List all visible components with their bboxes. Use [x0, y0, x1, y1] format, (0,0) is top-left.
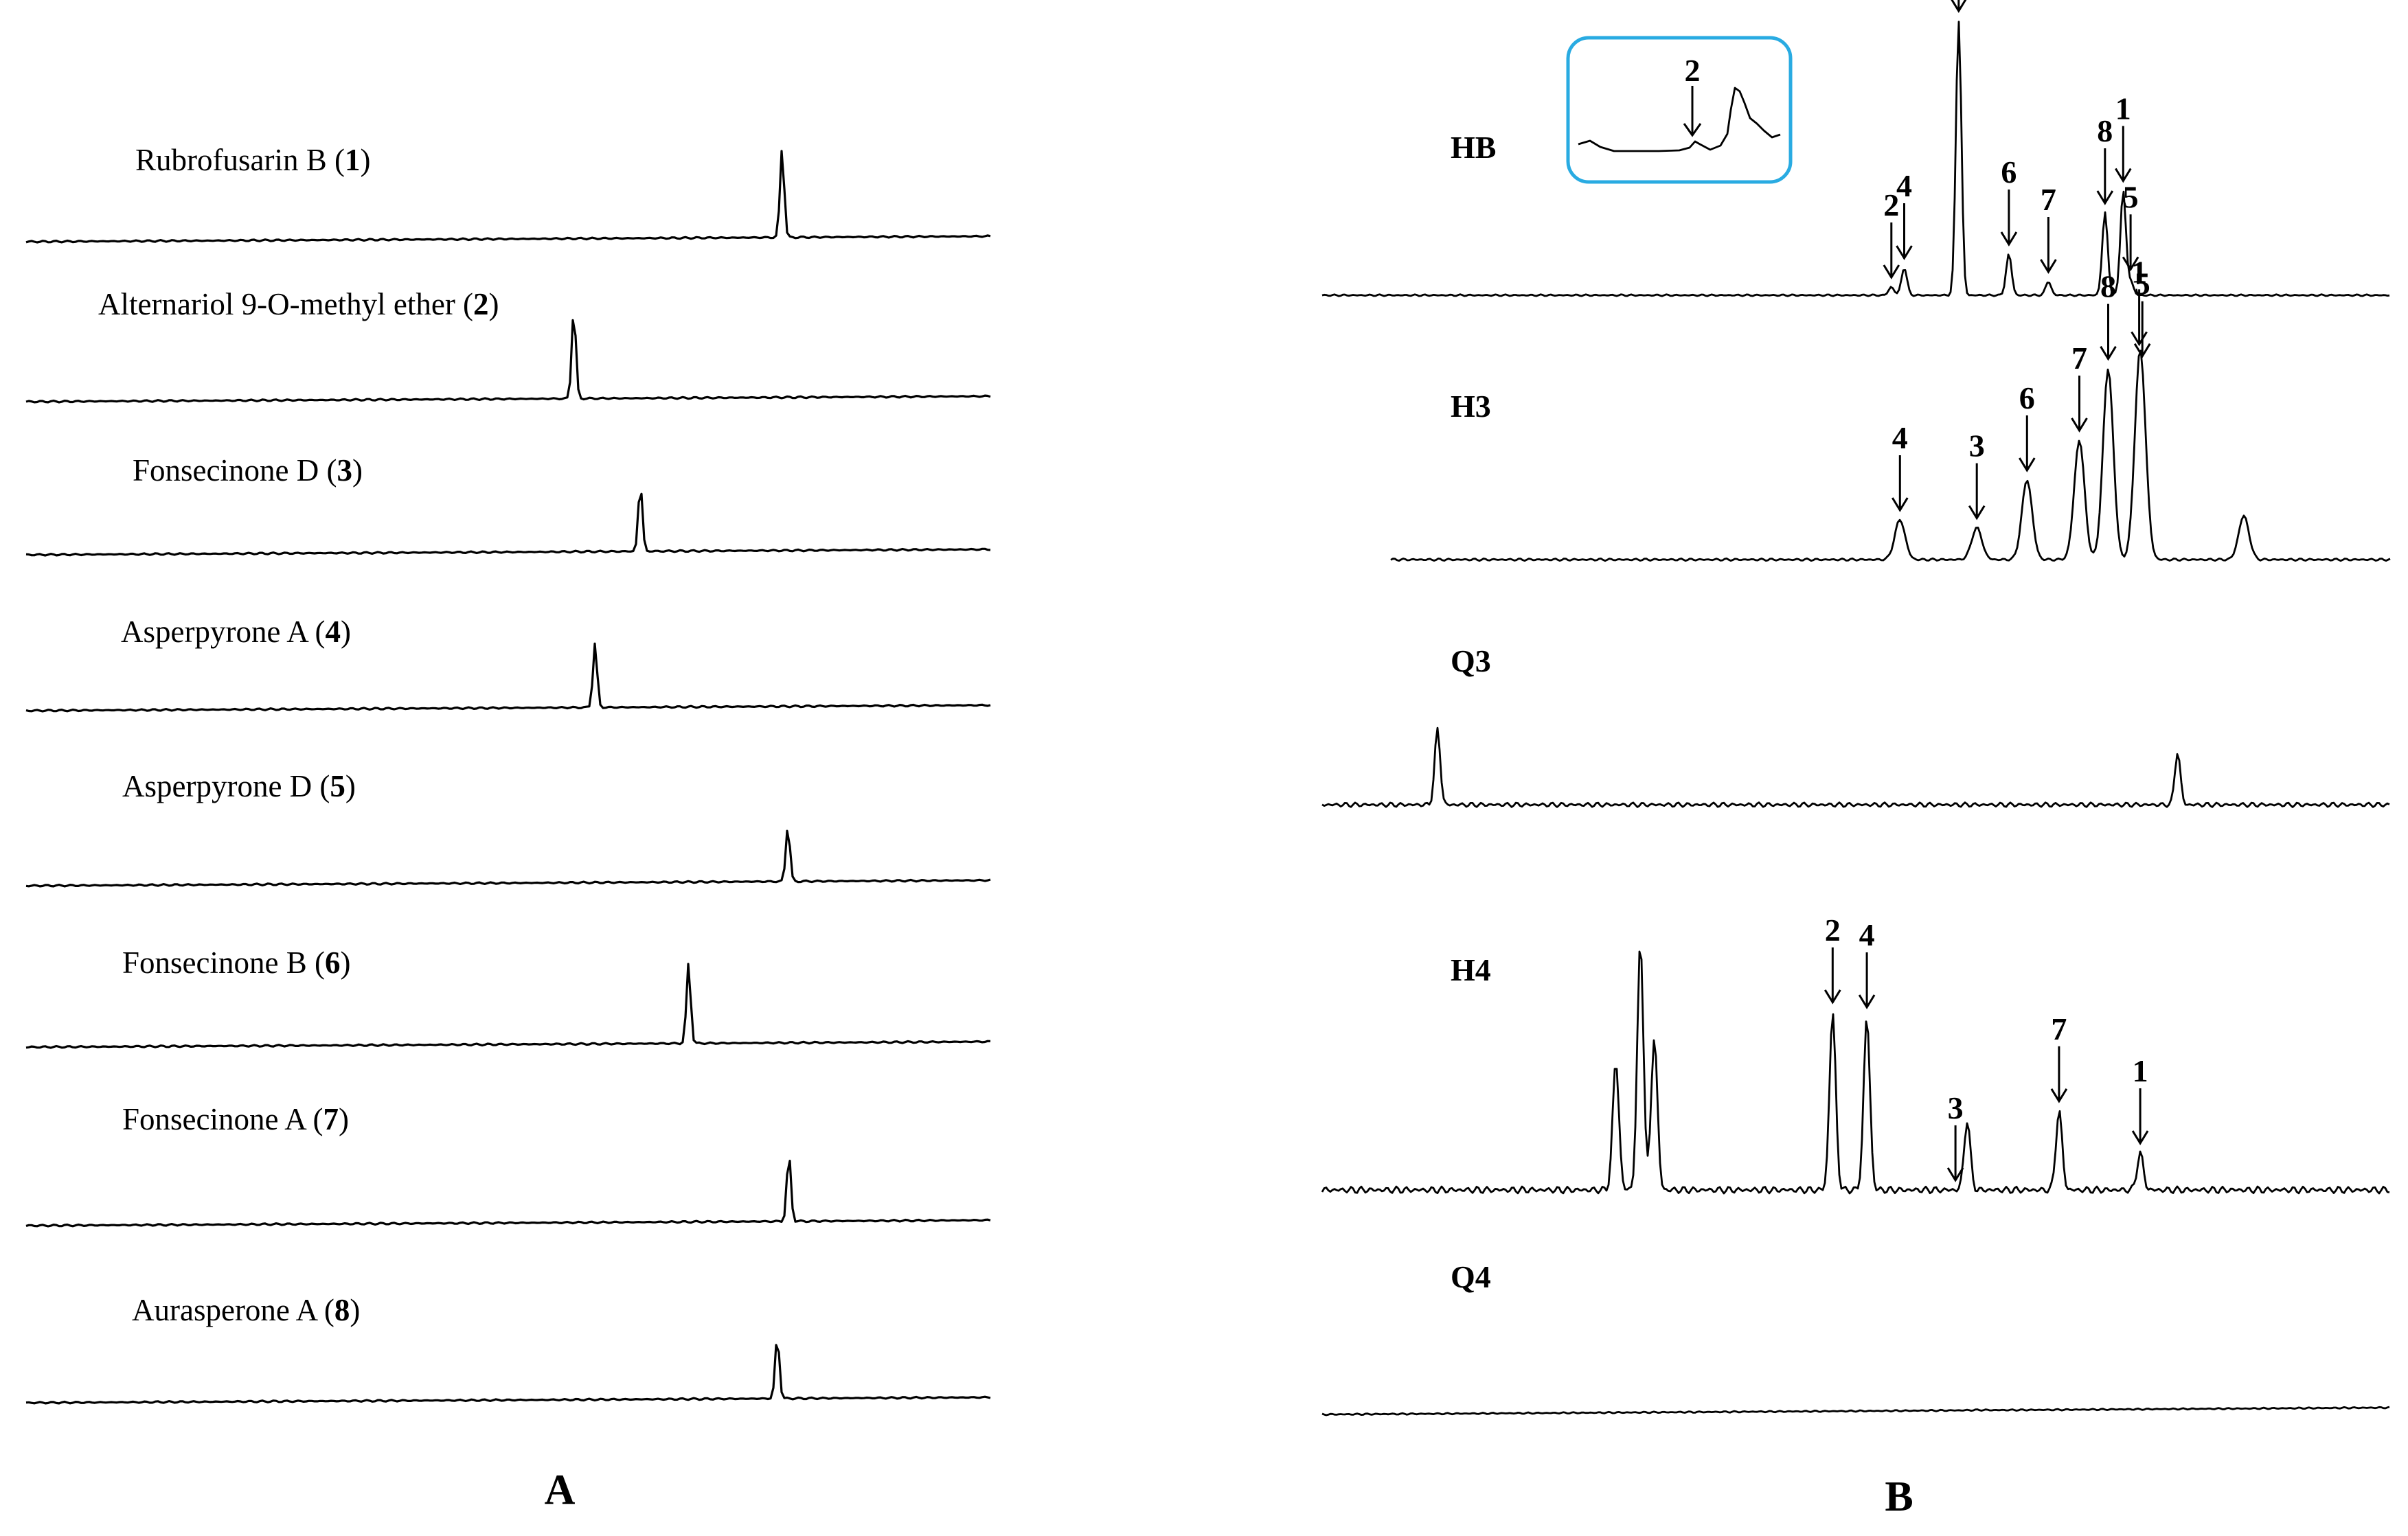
peak-arrow	[1824, 947, 1841, 1005]
compound-number-5: 5	[330, 769, 345, 803]
compound-name-8: Aurasperone A (	[132, 1293, 334, 1327]
inset-box	[1566, 36, 1793, 184]
trace-1	[25, 150, 991, 244]
sample-label-h3: H3	[1451, 389, 1491, 424]
peak-arrow	[2050, 1046, 2068, 1103]
peak-arrow	[2100, 303, 2117, 361]
peak-label: 1	[2115, 91, 2131, 126]
peak-arrow	[1896, 203, 1913, 260]
peak-arrow	[1858, 952, 1876, 1009]
peak-label: 8	[2100, 269, 2116, 304]
panel-b: 2 HB24367815H34367815Q3H424371Q4	[1321, 0, 2391, 1417]
peak-arrow	[2071, 376, 2088, 433]
peak-label: 7	[2041, 182, 2056, 217]
compound-number-1: 1	[345, 143, 361, 177]
trace-8	[25, 1344, 991, 1405]
peak-arrow	[2000, 190, 2018, 247]
peak-arrow	[2040, 217, 2057, 274]
inset-trace	[1578, 87, 1781, 152]
peak-arrow	[1892, 455, 1909, 512]
peak-label: 5	[2135, 266, 2150, 301]
trace-label-5: Asperpyrone D (5)	[122, 769, 356, 803]
compound-number-6: 6	[325, 945, 341, 980]
trace-4	[25, 642, 991, 713]
compound-paren-4: )	[341, 615, 351, 649]
compound-number-8: 8	[334, 1293, 350, 1327]
inset-peak-label: 2	[1685, 53, 1701, 88]
compound-paren-8: )	[350, 1293, 360, 1327]
compound-number-3: 3	[337, 453, 352, 488]
panel-label-b: B	[1885, 1474, 1913, 1520]
peak-label: 6	[2019, 380, 2035, 415]
peak-label: 7	[2051, 1011, 2067, 1046]
peak-arrow	[1951, 0, 1967, 13]
compound-name-3: Fonsecinone D (	[133, 453, 337, 488]
peak-arrow	[2131, 289, 2148, 347]
compound-paren-1: )	[360, 143, 370, 177]
compound-number-7: 7	[323, 1102, 339, 1136]
peak-label: 8	[2097, 113, 2113, 148]
panel-label-a: A	[545, 1467, 576, 1513]
peak-arrow	[2019, 415, 2036, 472]
peak-arrow	[1883, 222, 1900, 279]
trace-2	[25, 319, 991, 404]
sample-label-h4: H4	[1451, 952, 1491, 987]
trace-h4	[1321, 950, 2390, 1195]
peak-arrow	[2096, 148, 2114, 205]
sample-label-q3: Q3	[1451, 643, 1491, 678]
trace-label-7: Fonsecinone A (7)	[122, 1102, 349, 1136]
trace-6	[25, 963, 991, 1049]
peak-label: 5	[2123, 179, 2139, 214]
sample-label-hb: HB	[1451, 130, 1496, 165]
trace-q3	[1321, 726, 2390, 808]
peak-arrow	[2115, 126, 2132, 183]
compound-paren-3: )	[352, 453, 363, 488]
peak-label: 7	[2071, 341, 2087, 376]
peak-label: 6	[2001, 154, 2017, 190]
inset-arrow	[1683, 86, 1702, 137]
peak-label: 4	[1892, 420, 1908, 455]
trace-7	[25, 1160, 991, 1228]
peak-arrow	[1946, 1125, 1964, 1182]
peak-label: 3	[1969, 428, 1985, 463]
peak-label: 1	[2131, 254, 2147, 289]
trace-h3	[1390, 349, 2391, 562]
peak-label: 3	[1948, 1090, 1964, 1125]
compound-number-4: 4	[325, 615, 341, 649]
compound-name-1: Rubrofusarin B (	[135, 143, 345, 177]
compound-name-4: Asperpyrone A (	[121, 615, 325, 649]
trace-3	[25, 492, 991, 557]
trace-q4	[1321, 1406, 2390, 1417]
peak-arrow	[2131, 1088, 2149, 1145]
peak-label: 1	[2133, 1053, 2148, 1088]
peak-label: 2	[1825, 913, 1841, 948]
compound-paren-2: )	[489, 287, 499, 321]
compound-paren-7: )	[339, 1102, 349, 1136]
compound-name-7: Fonsecinone A (	[122, 1102, 323, 1136]
compound-name-2: Alternariol 9-O-methyl ether (	[98, 287, 473, 321]
peak-label: 4	[1896, 168, 1912, 203]
trace-label-6: Fonsecinone B (6)	[122, 945, 350, 980]
panel-a: Rubrofusarin B (1)Alternariol 9-O-methyl…	[25, 143, 991, 1405]
peak-label: 2	[1883, 187, 1899, 222]
compound-name-6: Fonsecinone B (	[122, 945, 325, 980]
peak-label: 4	[1859, 917, 1875, 952]
compound-number-2: 2	[473, 287, 489, 321]
trace-label-1: Rubrofusarin B (1)	[135, 143, 370, 177]
compound-name-5: Asperpyrone D (	[122, 769, 330, 803]
trace-5	[25, 829, 991, 888]
trace-hb	[1321, 21, 2390, 297]
compound-paren-6: )	[340, 945, 350, 980]
peak-arrow	[2133, 301, 2151, 358]
compound-paren-5: )	[345, 769, 356, 803]
trace-label-4: Asperpyrone A (4)	[121, 615, 351, 649]
trace-label-3: Fonsecinone D (3)	[133, 453, 363, 488]
trace-label-2: Alternariol 9-O-methyl ether (2)	[98, 287, 499, 321]
peak-arrow	[2122, 214, 2139, 272]
trace-label-8: Aurasperone A (8)	[132, 1293, 360, 1327]
sample-label-q4: Q4	[1451, 1259, 1491, 1294]
peak-arrow	[1968, 463, 1986, 520]
